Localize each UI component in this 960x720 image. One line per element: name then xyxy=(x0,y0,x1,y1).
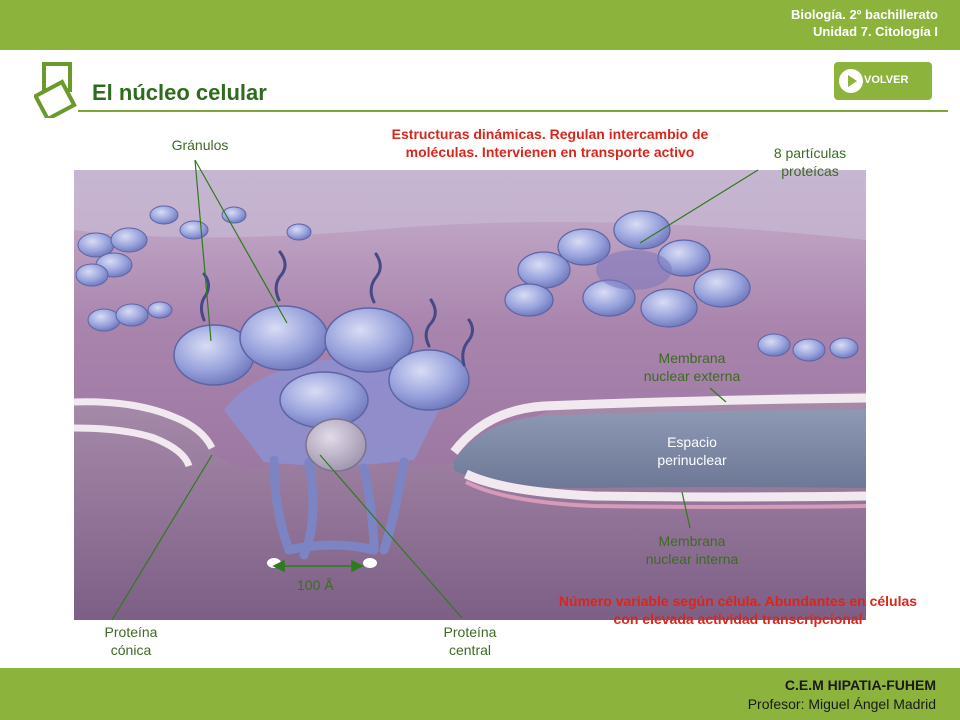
course-info: Biología. 2º bachillerato Unidad 7. Cito… xyxy=(791,6,938,40)
label-membrana-interna: Membrana nuclear interna xyxy=(645,533,739,567)
bottom-note-line-2: con elevada actividad transcripcional xyxy=(613,611,863,627)
structure-function-note: Estructuras dinámicas. Regulan intercamb… xyxy=(352,125,748,161)
back-button[interactable]: VOLVER xyxy=(834,62,932,100)
top-note-line-1: Estructuras dinámicas. Regulan intercamb… xyxy=(391,126,709,142)
course-line-1: Biología. 2º bachillerato xyxy=(790,7,938,22)
label-membrana-externa: Membrana nuclear externa xyxy=(643,350,741,384)
label-particulas: 8 partículas proteícas xyxy=(773,145,847,179)
top-bar xyxy=(0,0,960,50)
label-proteina-conica: Proteína cónica xyxy=(104,624,158,658)
back-button-label: VOLVER xyxy=(864,74,909,86)
title-divider xyxy=(78,110,948,112)
slide-logo-icon xyxy=(34,62,77,118)
bottom-note-line-1: Número variable según célula. Abundantes… xyxy=(558,593,918,609)
page-title: El núcleo celular xyxy=(92,80,267,105)
label-proteina-central: Proteína central xyxy=(443,624,497,658)
label-granulos: Gránulos xyxy=(171,137,229,153)
teacher-name: Profesor: Miguel Ángel Madrid xyxy=(747,696,936,712)
course-line-2: Unidad 7. Citología I xyxy=(813,24,938,39)
abundance-note: Número variable según célula. Abundantes… xyxy=(518,592,958,628)
scale-label: 100 Å xyxy=(297,577,334,593)
label-espacio-perinuclear: Espacio perinuclear xyxy=(657,434,727,468)
footer-credits: C.E.M HIPATIA-FUHEM Profesor: Miguel Áng… xyxy=(748,676,936,714)
play-arrow-icon xyxy=(839,69,863,93)
school-name: C.E.M HIPATIA-FUHEM xyxy=(784,677,936,693)
bottom-bar xyxy=(0,668,960,720)
top-note-line-2: moléculas. Intervienen en transporte act… xyxy=(405,144,695,160)
